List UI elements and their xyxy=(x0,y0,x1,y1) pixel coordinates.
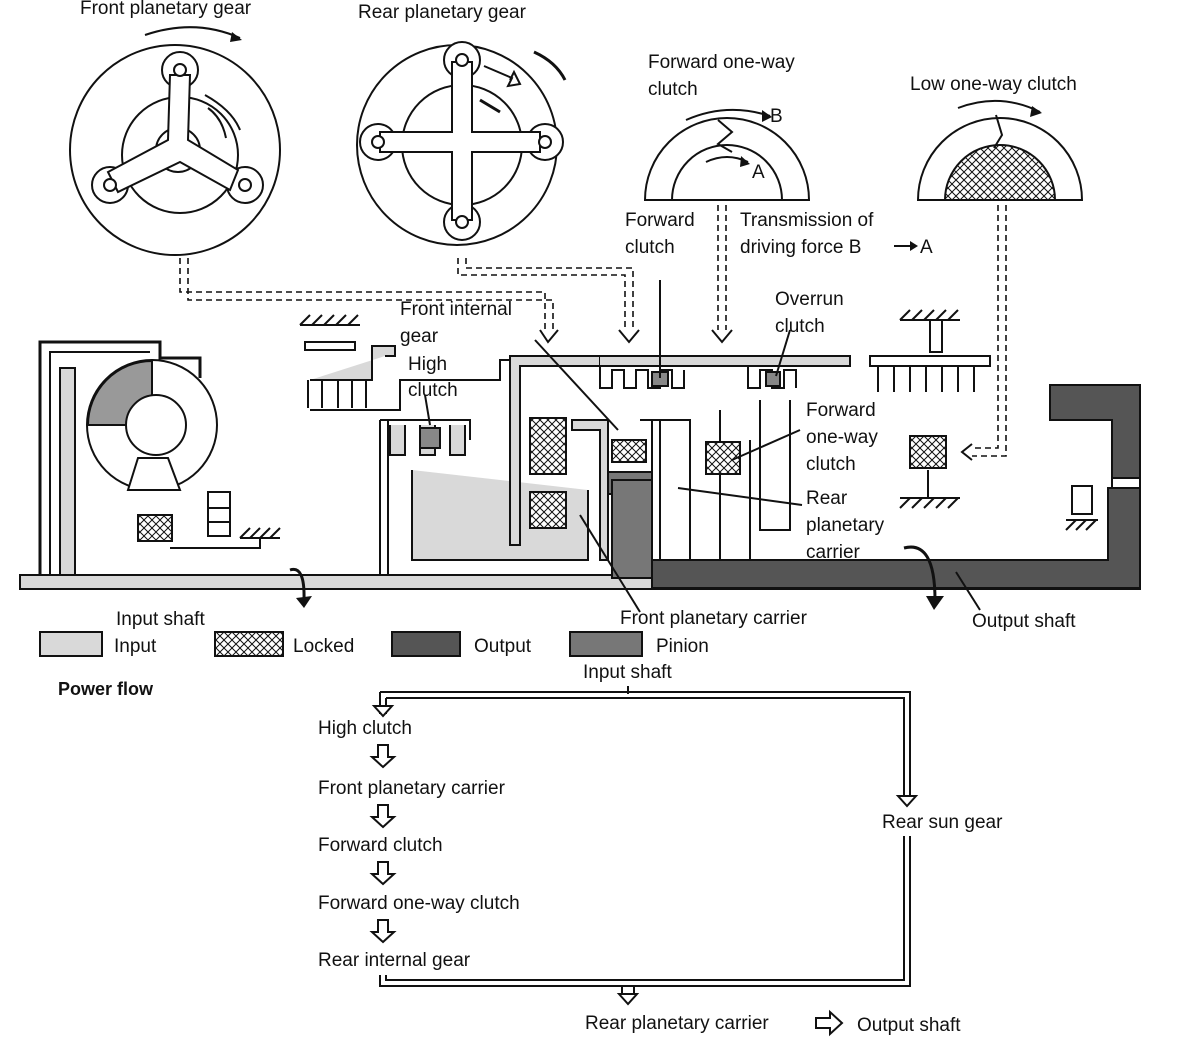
label-overrun-clutch-line2: clutch xyxy=(775,316,825,337)
low-clutch-assembly xyxy=(869,309,991,509)
power-flow-merge: Rear planetary carrier xyxy=(585,1013,769,1034)
power-flow-left-3: Forward one-way clutch xyxy=(318,893,520,914)
power-flow-left-4: Rear internal gear xyxy=(318,950,471,971)
label-rear-planetary-carrier-line1: Rear xyxy=(806,488,848,509)
flow-down-arrow-icon xyxy=(369,919,397,944)
label-front-planetary-gear: Front planetary gear xyxy=(80,0,252,19)
leader-lines xyxy=(424,280,981,613)
label-forward-one-way-clutch-top-line1: Forward one-way xyxy=(648,52,795,73)
legend-swatch-input xyxy=(39,631,103,657)
flow-down-arrow-icon xyxy=(369,861,397,886)
low-one-way-clutch-drawing xyxy=(916,99,1084,201)
label-forward-clutch-line2: clutch xyxy=(625,237,675,258)
power-flow-chart: Power flow Input shaft High clutch Front… xyxy=(58,662,1003,1037)
power-flow-left-2: Forward clutch xyxy=(318,835,443,856)
label-front-internal-gear-line1: Front internal xyxy=(400,299,512,320)
rear-planetary-gear-drawing xyxy=(356,41,567,246)
output-shaft-drawing xyxy=(611,384,1141,589)
legend: Input Locked Output Pinion xyxy=(39,631,709,657)
label-input-shaft: Input shaft xyxy=(116,609,205,630)
forward-one-way-clutch-drawing xyxy=(643,108,811,201)
front-planetary-gear-drawing xyxy=(69,26,281,256)
power-flow-final: Output shaft xyxy=(857,1015,961,1036)
flow-down-arrow-icon xyxy=(369,804,397,829)
label-front-planetary-carrier: Front planetary carrier xyxy=(620,608,808,629)
label-forward-clutch-line1: Forward xyxy=(625,210,695,231)
transmission-arrow-icon xyxy=(894,241,918,251)
label-transmission-line2: driving force B xyxy=(740,237,861,258)
flow-down-arrow-icon xyxy=(369,744,397,769)
power-flow-left-0: High clutch xyxy=(318,718,412,739)
rotation-arrows xyxy=(289,545,944,610)
label-high-clutch-line1: High xyxy=(408,354,447,375)
power-flow-right-0: Rear sun gear xyxy=(882,812,1003,833)
power-flow-title: Power flow xyxy=(58,679,154,699)
label-forward-one-way-clutch-mid-line2: one-way xyxy=(806,427,878,448)
flow-right-arrow-icon xyxy=(815,1009,844,1037)
label-forward-one-way-clutch-mid-line1: Forward xyxy=(806,400,876,421)
label-transmission-line1: Transmission of xyxy=(740,210,874,231)
label-high-clutch-line2: clutch xyxy=(408,380,458,401)
label-rear-planetary-gear: Rear planetary gear xyxy=(358,2,527,23)
label-output-shaft: Output shaft xyxy=(972,611,1076,632)
legend-label-input: Input xyxy=(114,636,157,657)
legend-swatch-output xyxy=(391,631,461,657)
legend-label-pinion: Pinion xyxy=(656,636,709,657)
label-forward-one-way-clutch-top-line2: clutch xyxy=(648,79,698,100)
dashed-connectors xyxy=(179,205,1007,461)
label-overrun-clutch-line1: Overrun xyxy=(775,289,844,310)
label-mark-b: B xyxy=(770,106,783,127)
label-rear-planetary-carrier-line2: planetary xyxy=(806,515,885,536)
label-forward-one-way-clutch-mid-line3: clutch xyxy=(806,454,856,475)
power-flow-left-1: Front planetary carrier xyxy=(318,778,506,799)
legend-swatch-locked xyxy=(214,631,284,657)
legend-label-locked: Locked xyxy=(293,636,354,657)
label-transmission-a: A xyxy=(920,237,933,258)
legend-label-output: Output xyxy=(474,636,532,657)
label-low-one-way-clutch: Low one-way clutch xyxy=(910,74,1077,95)
label-rear-planetary-carrier-line3: carrier xyxy=(806,542,861,563)
label-front-internal-gear-line2: gear xyxy=(400,326,439,347)
label-mark-a: A xyxy=(752,162,765,183)
power-flow-source: Input shaft xyxy=(583,662,672,683)
legend-swatch-pinion xyxy=(569,631,643,657)
